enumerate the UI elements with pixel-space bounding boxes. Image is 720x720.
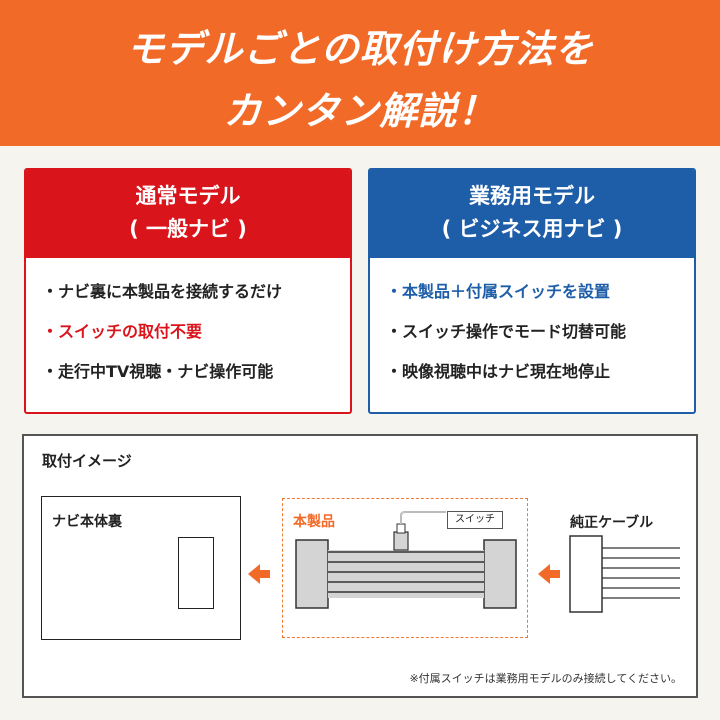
product-label: 本製品 xyxy=(293,514,335,530)
footnote: ※付属スイッチは業務用モデルのみ接続してください。 xyxy=(409,672,682,685)
navi-back-box: ナビ本体裏 xyxy=(41,496,241,640)
standard-model-feature-list: ・ナビ裏に本製品を接続するだけ ・スイッチの取付不要 ・走行中TV視聴・ナビ操作… xyxy=(26,258,350,392)
standard-model-card: 通常モデル ( 一般ナビ ) ・ナビ裏に本製品を接続するだけ ・スイッチの取付不… xyxy=(24,168,352,414)
genuine-cable-icon xyxy=(569,535,680,613)
bullet: ・ xyxy=(386,362,403,381)
diagram-title: 取付イメージ xyxy=(42,452,132,470)
arrow-left-icon xyxy=(248,564,270,584)
navi-back-label: ナビ本体裏 xyxy=(52,514,122,530)
harness-icon xyxy=(295,511,517,609)
feature-text: ナビ裏に本製品を接続するだけ xyxy=(58,282,283,301)
business-model-subtitle: ( ビジネス用ナビ ) xyxy=(441,217,623,241)
feature-item-highlight: ・スイッチの取付不要 xyxy=(42,312,350,352)
bullet: ・ xyxy=(386,282,403,301)
standard-model-header: 通常モデル ( 一般ナビ ) xyxy=(26,170,350,258)
installation-diagram-panel: 取付イメージ ナビ本体裏 xyxy=(22,434,698,698)
feature-text: 映像視聴中はナビ現在地停止 xyxy=(402,362,611,381)
switch-label: スイッチ xyxy=(447,511,503,529)
business-model-header: 業務用モデル ( ビジネス用ナビ ) xyxy=(370,170,694,258)
header-banner: モデルごとの取付け方法を カンタン解説！ xyxy=(0,0,720,146)
feature-text: 走行中TV視聴・ナビ操作可能 xyxy=(58,362,274,381)
feature-item: ・走行中TV視聴・ナビ操作可能 xyxy=(42,352,350,392)
banner-title-line2: カンタン解説！ xyxy=(223,89,497,133)
wiring-graphic xyxy=(248,511,680,613)
genuine-cable-label: 純正ケーブル xyxy=(570,515,654,531)
business-model-title: 業務用モデル xyxy=(469,184,595,208)
bullet: ・ xyxy=(42,322,59,341)
feature-item: ・映像視聴中はナビ現在地停止 xyxy=(386,352,694,392)
standard-model-title: 通常モデル xyxy=(135,184,241,208)
bullet: ・ xyxy=(42,362,59,381)
navi-connector xyxy=(178,537,214,609)
feature-item-highlight: ・本製品＋付属スイッチを設置 xyxy=(386,272,694,312)
feature-text: 本製品＋付属スイッチを設置 xyxy=(402,282,611,301)
product-area: 本製品 スイッチ xyxy=(282,498,528,638)
business-model-card: 業務用モデル ( ビジネス用ナビ ) ・本製品＋付属スイッチを設置 ・スイッチ操… xyxy=(368,168,696,414)
feature-item: ・スイッチ操作でモード切替可能 xyxy=(386,312,694,352)
bullet: ・ xyxy=(42,282,59,301)
business-model-feature-list: ・本製品＋付属スイッチを設置 ・スイッチ操作でモード切替可能 ・映像視聴中はナビ… xyxy=(370,258,694,392)
bullet: ・ xyxy=(386,322,403,341)
feature-item: ・ナビ裏に本製品を接続するだけ xyxy=(42,272,350,312)
banner-title-line1: モデルごとの取付け方法を xyxy=(126,27,594,71)
arrow-left-icon-2 xyxy=(538,564,560,584)
standard-model-subtitle: ( 一般ナビ ) xyxy=(129,217,247,241)
feature-text: スイッチの取付不要 xyxy=(58,322,203,341)
feature-text: スイッチ操作でモード切替可能 xyxy=(402,322,627,341)
